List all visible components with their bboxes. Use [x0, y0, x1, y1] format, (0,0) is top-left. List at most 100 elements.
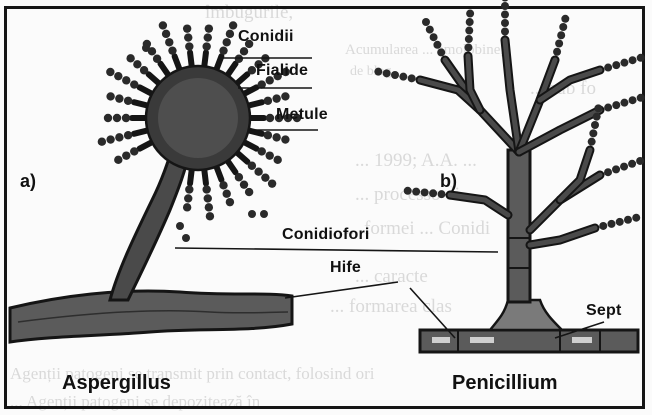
- hife-leader: [285, 282, 398, 298]
- conidium: [559, 23, 567, 31]
- conidium: [555, 40, 563, 48]
- conidium: [273, 156, 281, 164]
- conidium: [104, 114, 112, 122]
- conidium: [226, 198, 234, 206]
- conidium: [501, 0, 509, 2]
- conidium: [620, 99, 628, 107]
- conidium: [266, 114, 274, 122]
- conidium: [219, 181, 227, 189]
- conidium: [183, 24, 191, 32]
- penicillium-foot-cell: [490, 300, 562, 330]
- conidium: [612, 101, 620, 109]
- label-hife: Hife: [330, 259, 361, 277]
- conidium: [260, 210, 268, 218]
- conidium: [599, 222, 607, 230]
- conidium: [391, 71, 399, 79]
- conidium: [594, 104, 602, 112]
- conidium: [591, 121, 599, 129]
- label-conidiofori: Conidiofori: [282, 226, 370, 244]
- conidium: [240, 180, 248, 188]
- conidium: [561, 15, 569, 23]
- conidium: [130, 147, 138, 155]
- conidium: [122, 151, 130, 159]
- genus-penicillium: Penicillium: [452, 372, 558, 395]
- conidium: [202, 42, 210, 50]
- conidium: [421, 188, 429, 196]
- conidium: [607, 220, 615, 228]
- conidium: [429, 189, 437, 197]
- conidium: [264, 131, 272, 139]
- conidium: [185, 185, 193, 193]
- conidium: [133, 60, 141, 68]
- conidium: [261, 173, 269, 181]
- conidium: [593, 113, 601, 121]
- conidium: [266, 151, 274, 159]
- conidium: [219, 46, 227, 54]
- conidium: [629, 56, 637, 64]
- conidium: [122, 76, 130, 84]
- conidium: [240, 47, 248, 55]
- conidium: [383, 69, 391, 77]
- conidium: [374, 68, 382, 76]
- label-conidii: Conidii: [238, 28, 294, 46]
- conidium: [433, 41, 441, 49]
- conidium: [142, 44, 150, 52]
- label-metule: Metule: [276, 106, 328, 124]
- conidium: [632, 214, 640, 222]
- conidium: [437, 48, 445, 56]
- conidium: [426, 26, 434, 34]
- conidium: [501, 28, 509, 36]
- conidium: [465, 35, 473, 43]
- conidium: [185, 42, 193, 50]
- conidium: [258, 147, 266, 155]
- conidium: [205, 203, 213, 211]
- conidium: [254, 168, 262, 176]
- conidium: [124, 131, 132, 139]
- conidium: [248, 210, 256, 218]
- conidium: [98, 137, 106, 145]
- conidium: [636, 157, 644, 165]
- conidium: [604, 104, 612, 112]
- conidium: [159, 21, 167, 29]
- conidium: [637, 94, 645, 102]
- conidium: [272, 94, 280, 102]
- conidium: [223, 190, 231, 198]
- conidium: [412, 188, 420, 196]
- conidium: [206, 212, 214, 220]
- conidium: [130, 80, 138, 88]
- conidium: [268, 179, 276, 187]
- conidium: [620, 59, 628, 67]
- conidium: [248, 66, 256, 74]
- conidium: [464, 44, 472, 52]
- conidium: [204, 194, 212, 202]
- conidium: [114, 72, 122, 80]
- conidium: [466, 18, 474, 26]
- conidium: [281, 92, 289, 100]
- conidiofori-leader: [175, 248, 498, 252]
- conidium: [122, 114, 130, 122]
- conidium: [589, 129, 597, 137]
- conidium: [616, 218, 624, 226]
- conidium: [168, 46, 176, 54]
- conidium: [620, 163, 628, 171]
- conidium: [115, 133, 123, 141]
- conidium: [604, 168, 612, 176]
- aspergillus-hypha: [10, 291, 292, 342]
- conidium: [124, 97, 132, 105]
- conidium: [501, 11, 509, 19]
- conidium: [557, 31, 565, 39]
- conidium: [465, 27, 473, 35]
- conidium: [624, 216, 632, 224]
- conidium: [140, 66, 148, 74]
- conidium: [399, 73, 407, 81]
- conidium: [588, 138, 596, 146]
- conidium: [202, 185, 210, 193]
- aspergillus-vesicle: [146, 66, 250, 170]
- conidium: [404, 187, 412, 195]
- conidium: [226, 30, 234, 38]
- panel-letter-a: a): [20, 171, 36, 192]
- conidium: [176, 222, 184, 230]
- conidium: [245, 188, 253, 196]
- conidium: [223, 38, 231, 46]
